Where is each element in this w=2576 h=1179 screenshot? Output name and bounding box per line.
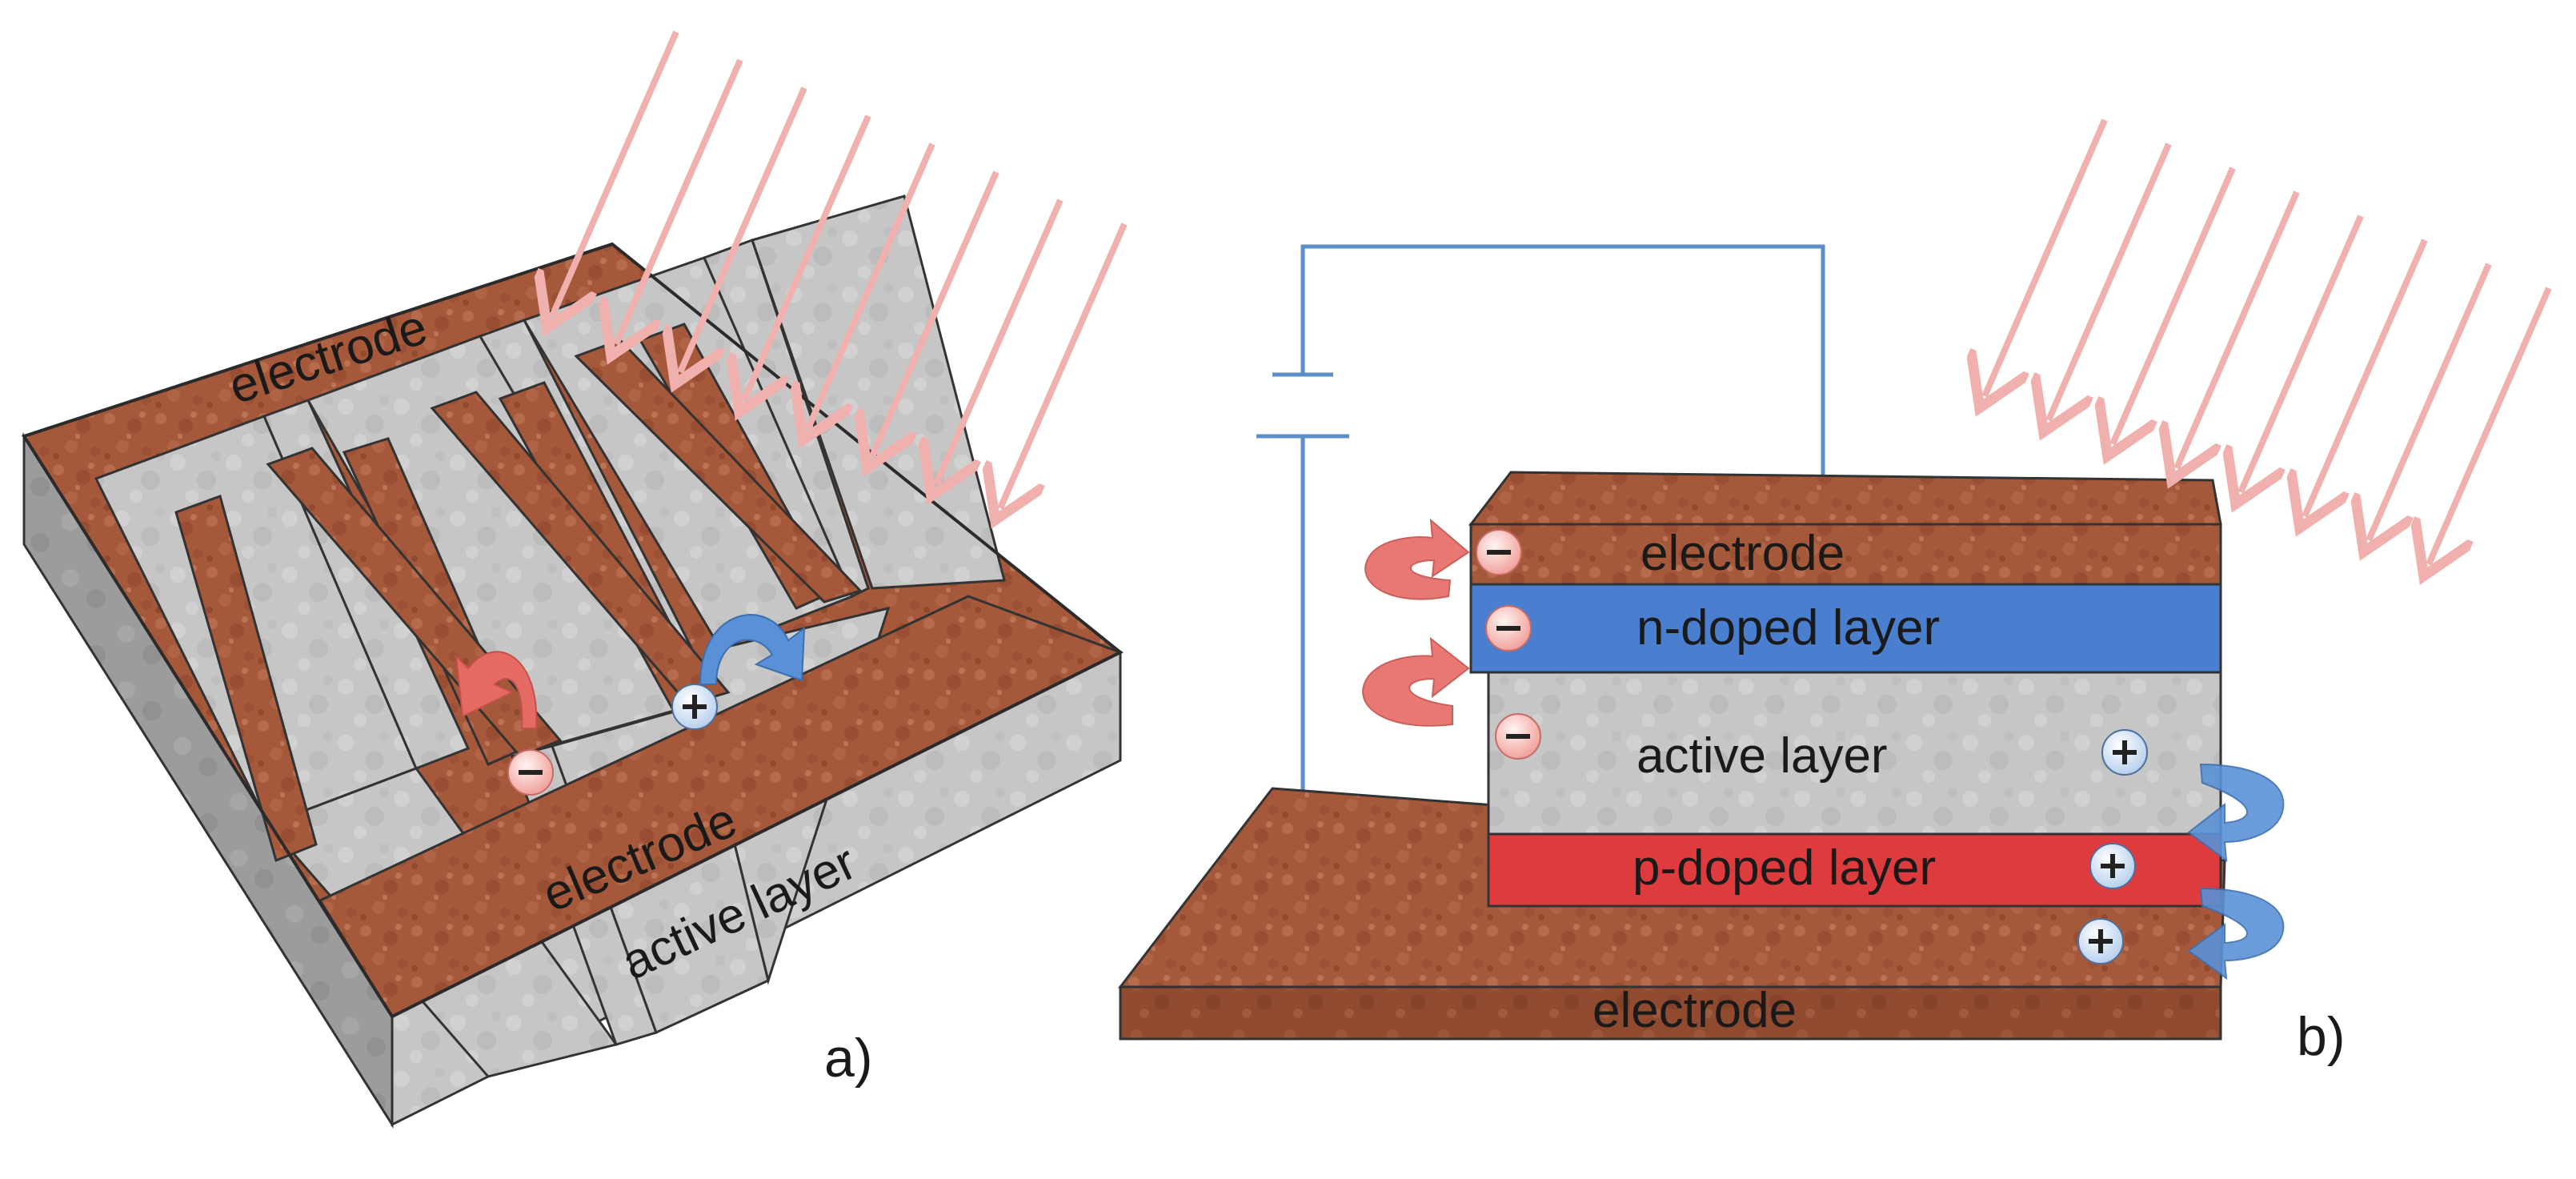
electrode-finger [430, 391, 731, 706]
electron-symbol [1485, 605, 1532, 652]
panel-b: electrode n-doped layer active layer p-d… [1117, 118, 2552, 1067]
panel-b-p-doped-label: p-doped layer [1633, 840, 1936, 896]
panel-b-hole-arrow [2187, 887, 2285, 980]
panel-a-electron-arrow [455, 651, 538, 729]
panel-b-label: b) [2297, 1006, 2345, 1067]
panel-b-electrode-top-label: electrode [1641, 526, 1845, 581]
bottom-electrode-front [1119, 985, 2222, 1041]
panel-a-hole-arrow [699, 614, 806, 685]
n-doped-layer [1469, 583, 2222, 674]
hole-symbol [2089, 843, 2136, 889]
hole-symbol [2101, 729, 2148, 776]
panel-b-electrode-bottom-label: electrode [1592, 983, 1797, 1038]
top-electrode-top-face [1468, 471, 2222, 526]
electron-symbol [1476, 529, 1522, 575]
panel-b-n-doped-label: n-doped layer [1637, 600, 1940, 656]
panel-a: electrode electrode active layer a) [21, 30, 1128, 1129]
panel-b-active-layer-label: active layer [1637, 728, 1888, 784]
electrode-finger [174, 495, 318, 863]
hole-symbol [671, 684, 718, 730]
top-electrode-front [1469, 523, 2222, 586]
panel-b-electron-arrow [1364, 518, 1470, 600]
panel-b-electron-arrow [1362, 636, 1470, 727]
panel-a-light-arrows [552, 30, 1128, 508]
panel-a-label: a) [824, 1028, 872, 1089]
electron-symbol [1495, 713, 1541, 760]
hole-symbol [2077, 918, 2124, 964]
panel-b-light-arrows [1985, 118, 2552, 564]
electron-symbol [507, 749, 554, 796]
panel-b-hole-arrow [2187, 763, 2285, 863]
battery-symbol [1256, 372, 1349, 439]
active-layer [1487, 671, 2222, 836]
